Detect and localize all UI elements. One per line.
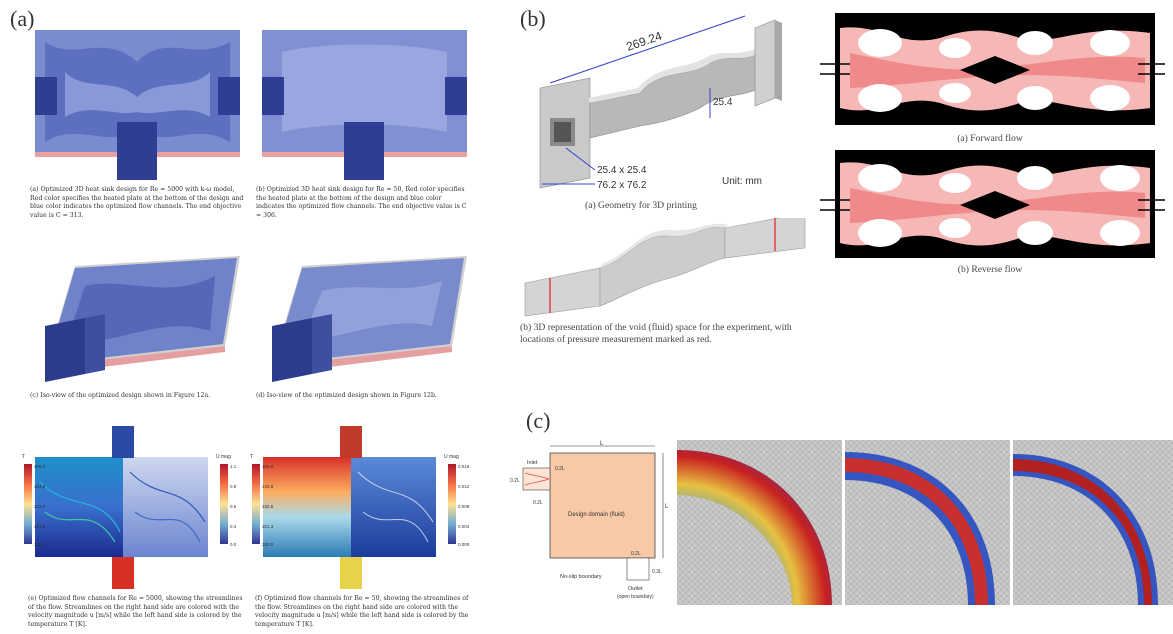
cbar-f-u-tick-4: 0.000 (458, 542, 470, 547)
bend-optimization-2 (845, 440, 1010, 605)
label-02L-b: 0.2L (510, 478, 520, 484)
void-space-3d (524, 218, 806, 317)
cbar-e-u-tick-1: 0.8 (230, 484, 237, 489)
cbar-f-t-tick-0: 355.0 (262, 464, 274, 469)
panel-a-label: (a) (10, 6, 35, 31)
cbar-e-u-tick-2: 0.6 (230, 504, 237, 509)
label-outlet: Outlet (628, 586, 643, 592)
label-02L-a: 0.2L (555, 466, 565, 472)
label-open: (open boundary) (617, 594, 654, 600)
caption-a-d: (d) Iso-view of the optimized design sho… (256, 392, 437, 399)
caption-b-a: (a) Geometry for 3D printing (585, 200, 697, 211)
cbar-f-t-title: T (250, 454, 253, 460)
label-02L-c: 0.2L (533, 500, 543, 506)
dim-inner: 25.4 x 25.4 (597, 165, 647, 176)
cbar-f-u-tick-1: 0.012 (458, 484, 470, 489)
cbar-f-t-tick-1: 343.8 (262, 484, 274, 489)
caption-a-a: (a) Optimized 3D heat sink design for Re… (30, 186, 244, 219)
cbar-e-t-tick-0: 306.0 (34, 464, 46, 469)
cbar-f-u-tick-0: 0.016 (458, 464, 470, 469)
dim-length: 269.24 (624, 29, 664, 54)
cbar-e-u-tick-4: 0.0 (230, 542, 237, 547)
panel-b-label: (b) (520, 6, 546, 31)
caption-a-e: (e) Optimized flow channels for Re = 500… (28, 595, 243, 628)
cbar-e-t-title: T (22, 454, 25, 460)
cbar-e-t-tick-1: 304.5 (34, 484, 46, 489)
dim-height: 25.4 (713, 97, 733, 108)
label-inlet: Inlet (527, 460, 538, 466)
reverse-flow-plot (820, 150, 1165, 258)
panel-c-label: (c) (526, 408, 551, 433)
unit-label: Unit: mm (722, 176, 762, 187)
caption-a-b: (b) Optimized 3D heat sink design for Re… (256, 186, 467, 219)
label-L-top: L (600, 441, 604, 447)
heatsink-re5000-top (35, 30, 240, 180)
streamlines-re50: T U mag 355.0 343.8 332.5 321.3 300.0 0.… (250, 426, 470, 589)
cbar-f-u-tick-3: 0.004 (458, 524, 470, 529)
dim-outer: 76.2 x 76.2 (597, 180, 647, 191)
caption-a-f: (f) Optimized flow channels for Re = 50,… (255, 595, 469, 628)
cbar-f-t-tick-2: 332.5 (262, 504, 274, 509)
caption-b-b: (b) 3D representation of the void (fluid… (520, 322, 792, 345)
bend-optimization-1 (677, 440, 842, 605)
cbar-e-t-tick-2: 303.0 (34, 504, 46, 509)
cbar-e-t-tick-3: 301.5 (34, 524, 46, 529)
caption-a-c: (c) Iso-view of the optimized design sho… (30, 392, 211, 399)
heatsink-re50-iso (272, 256, 467, 382)
heatsink-re5000-iso (45, 256, 240, 382)
streamlines-re5000: T U mag 306.0 304.5 303.0 301.5 300.0 1.… (22, 426, 237, 589)
label-design: Design domain (fluid) (568, 512, 625, 518)
label-noslip: No-slip boundary (560, 574, 602, 580)
cbar-e-u-tick-0: 1.1 (230, 464, 237, 469)
label-L-right: L (665, 504, 669, 510)
geometry-3d-printing: 269.24 25.4 25.4 x 25.4 76.2 x 76.2 Unit… (539, 15, 782, 191)
forward-flow-plot (820, 13, 1165, 125)
label-02L-d: 0.2L (631, 551, 641, 557)
caption-forward: (a) Forward flow (957, 133, 1023, 144)
cbar-e-u-tick-3: 0.3 (230, 524, 237, 529)
cbar-f-t-tick-4: 300.0 (262, 542, 274, 547)
label-03L: 0.3L (652, 569, 662, 575)
bend-optimization-3 (1013, 440, 1173, 605)
cbar-e-t-tick-4: 300.0 (34, 542, 46, 547)
cbar-f-u-tick-2: 0.008 (458, 504, 470, 509)
cbar-e-u-title: U mag (216, 454, 231, 460)
cbar-f-u-title: U mag (444, 454, 459, 460)
cbar-f-t-tick-3: 321.3 (262, 524, 274, 529)
heatsink-re50-top (262, 30, 467, 180)
caption-reverse: (b) Reverse flow (957, 264, 1023, 275)
design-domain-schematic: L L Inlet 0.2L 0.2L 0.2L Design domain (… (510, 441, 669, 600)
